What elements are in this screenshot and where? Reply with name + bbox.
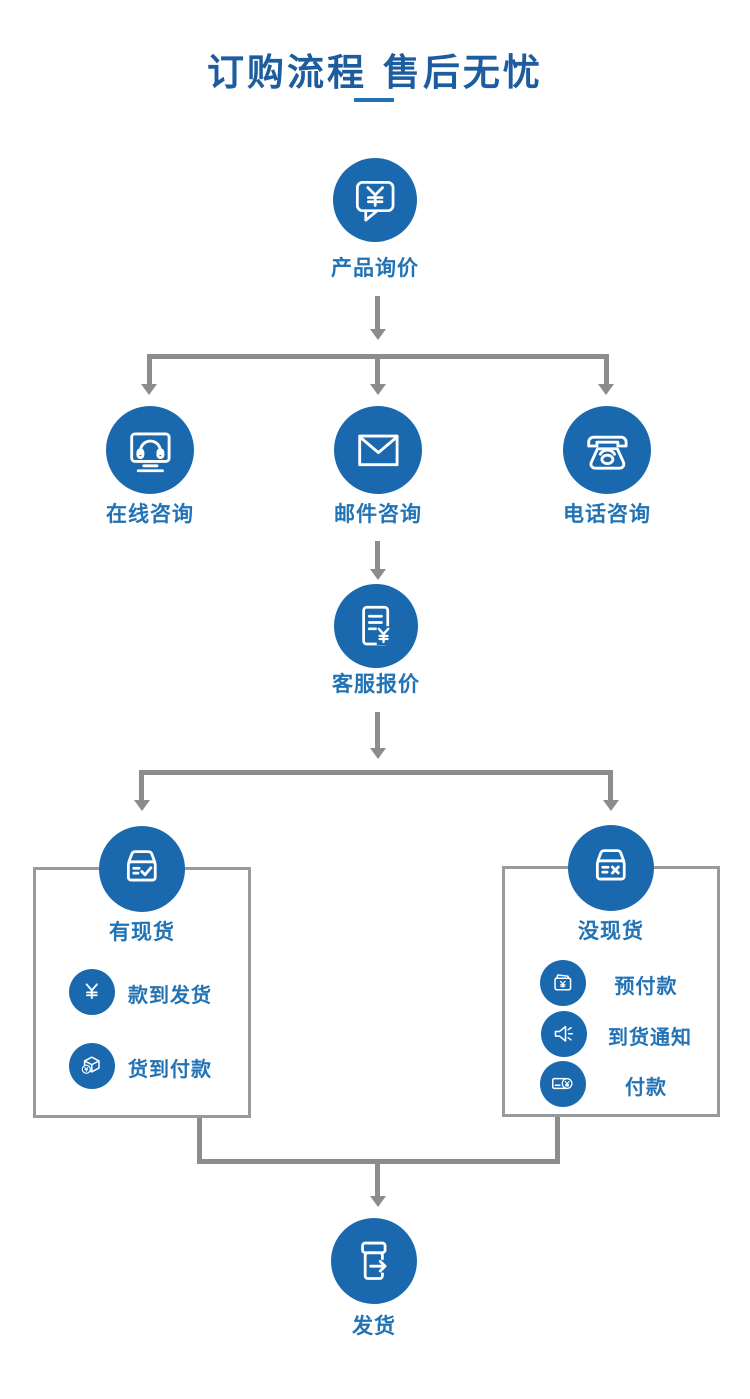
arrowhead-icon xyxy=(134,800,150,811)
box-check-icon xyxy=(99,826,185,912)
connector-line xyxy=(375,296,380,329)
wallet-yen-icon xyxy=(540,960,586,1006)
item-label-pay: 付款 xyxy=(625,1075,667,1099)
node-label-online: 在线咨询 xyxy=(106,502,194,526)
package-coin-icon xyxy=(69,1043,115,1089)
connector-line xyxy=(608,770,613,800)
connector-line xyxy=(197,1118,202,1162)
node-label-mail: 邮件咨询 xyxy=(334,502,422,526)
connector-line xyxy=(375,541,380,569)
card-yen-icon xyxy=(540,1061,586,1107)
title-underline xyxy=(354,98,394,102)
connector-line xyxy=(139,770,613,775)
connector-line xyxy=(147,354,609,359)
connector-line xyxy=(604,354,609,384)
mail-icon xyxy=(334,406,422,494)
speaker-icon xyxy=(541,1011,587,1057)
node-label-ship: 发货 xyxy=(352,1314,396,1338)
node-label-stock-no: 没现货 xyxy=(578,919,644,943)
connector-line xyxy=(375,712,380,748)
arrowhead-icon xyxy=(370,748,386,759)
arrowhead-icon xyxy=(370,1196,386,1207)
arrowhead-icon xyxy=(598,384,614,395)
connector-line xyxy=(147,354,152,384)
box-x-icon xyxy=(568,825,654,911)
node-label-quote: 客服报价 xyxy=(332,672,420,696)
yen-icon xyxy=(69,969,115,1015)
connector-line xyxy=(375,359,380,384)
connector-line xyxy=(555,1117,560,1162)
ship-box-icon xyxy=(331,1218,417,1304)
item-label-cod: 货到付款 xyxy=(128,1057,212,1081)
item-label-prepay: 预付款 xyxy=(614,974,678,998)
chat-yen-icon xyxy=(333,158,417,242)
arrowhead-icon xyxy=(370,329,386,340)
node-label-phone: 电话咨询 xyxy=(563,502,651,526)
connector-line xyxy=(139,770,144,800)
page-title: 订购流程 售后无忧 xyxy=(207,51,543,94)
arrowhead-icon xyxy=(370,384,386,395)
arrowhead-icon xyxy=(141,384,157,395)
item-label-arrival-notice: 到货通知 xyxy=(608,1025,692,1049)
online-support-icon xyxy=(106,406,194,494)
arrowhead-icon xyxy=(603,800,619,811)
arrowhead-icon xyxy=(370,569,386,580)
node-label-inquiry: 产品询价 xyxy=(331,256,419,280)
connector-line xyxy=(375,1159,380,1196)
item-label-pay-then-ship: 款到发货 xyxy=(128,983,212,1007)
node-label-stock-yes: 有现货 xyxy=(109,920,175,944)
quote-doc-icon xyxy=(334,584,418,668)
phone-icon xyxy=(563,406,651,494)
